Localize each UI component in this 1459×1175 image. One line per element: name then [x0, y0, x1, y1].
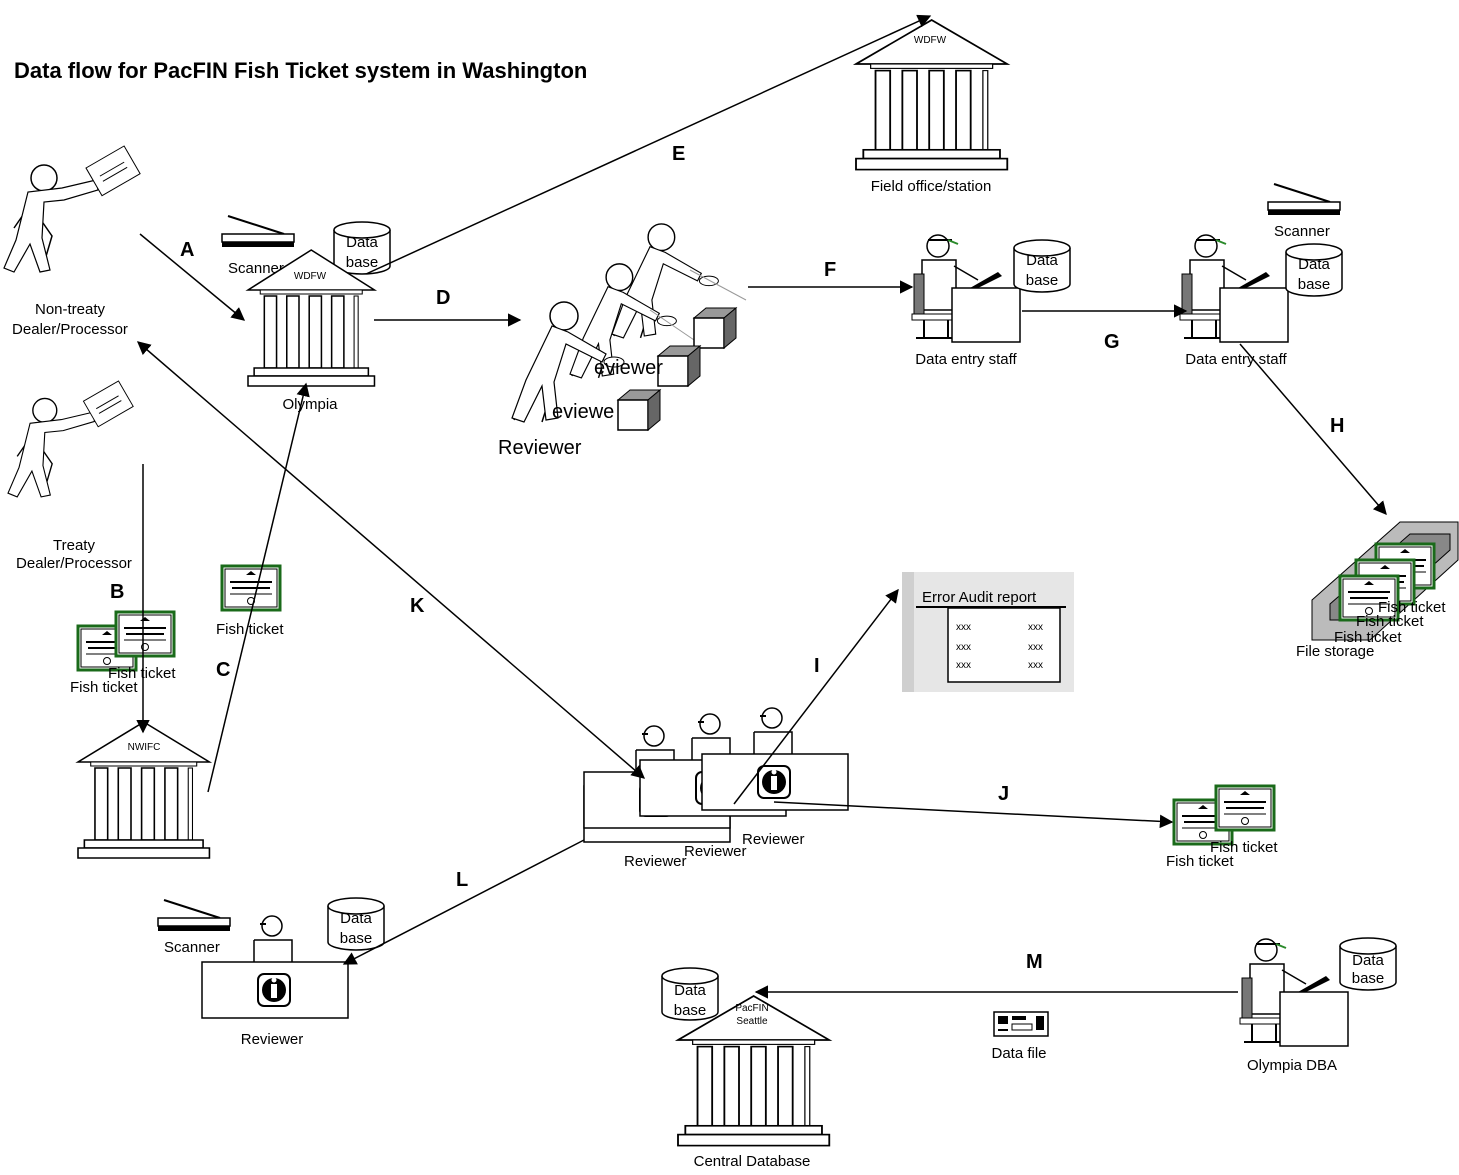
report-cell: xxx — [956, 660, 971, 671]
pacfin-label: PacFIN — [735, 1003, 768, 1014]
reviewer-label-main: Reviewer — [498, 437, 582, 459]
reviewer-partial-label-2: eviewe — [552, 401, 614, 423]
field-office-label: Field office/station — [871, 178, 992, 195]
central-database-label: Central Database — [694, 1153, 811, 1170]
database-label-line2: base — [1298, 276, 1331, 293]
flow-arrow-e — [365, 14, 932, 275]
reviewer-label-desk-1: Reviewer — [624, 853, 687, 870]
nwifc-label: NWIFC — [128, 742, 161, 753]
report-cell: xxx — [1028, 622, 1043, 633]
flow-label-m: M — [1026, 951, 1043, 973]
treaty-dealer-icon — [7, 380, 134, 498]
scanner-label-reviewer: Scanner — [164, 939, 220, 956]
fish-ticket-label-j2: Fish ticket — [1166, 853, 1234, 870]
report-cell: xxx — [1028, 660, 1043, 671]
scanner-label-olympia: Scanner — [228, 260, 284, 277]
flow-label-d: D — [436, 287, 450, 309]
database-label-line1: Data — [1026, 252, 1058, 269]
flow-arrow-i — [733, 588, 899, 805]
flow-label-h: H — [1330, 415, 1344, 437]
reviewer-group-icon — [511, 223, 747, 431]
report-cell: xxx — [1028, 642, 1043, 653]
seattle-label: Seattle — [736, 1016, 768, 1027]
flow-arrow-j — [773, 801, 1174, 829]
error-audit-report-title: Error Audit report — [922, 589, 1037, 606]
fish-ticket-icon — [220, 564, 282, 612]
scanner-icon — [1267, 183, 1341, 216]
database-label-line1: Data — [340, 910, 372, 927]
flow-label-i: I — [814, 655, 820, 677]
flow-arrow-k — [136, 341, 646, 779]
reviewer-desk-icon — [201, 915, 349, 1019]
fish-ticket-icon — [76, 610, 176, 672]
flow-label-g: G — [1104, 331, 1120, 353]
flow-label-f: F — [824, 259, 836, 281]
flow-label-b: B — [110, 581, 124, 603]
non-treaty-dealer-icon — [3, 145, 141, 273]
reviewer-label-desk-3: Reviewer — [742, 831, 805, 848]
wdfw-label-field: WDFW — [914, 35, 947, 46]
olympia-dba-label: Olympia DBA — [1247, 1057, 1337, 1074]
flow-arrow-a — [139, 233, 246, 321]
non-treaty-label-line1: Non-treaty — [35, 301, 106, 318]
database-label-line2: base — [1026, 272, 1059, 289]
reviewer-label-bottom: Reviewer — [241, 1031, 304, 1048]
fish-ticket-label-c: Fish ticket — [216, 621, 284, 638]
file-storage-tray-icon — [1311, 521, 1459, 641]
fish-ticket-label-j1: Fish ticket — [1210, 839, 1278, 856]
data-entry-staff-icon — [1179, 234, 1289, 343]
data-entry-staff-label-1: Data entry staff — [915, 351, 1017, 368]
database-label-line1: Data — [1298, 256, 1330, 273]
database-label-line2: base — [346, 254, 379, 271]
wdfw-label-olympia: WDFW — [294, 271, 327, 282]
fish-ticket-label-b2: Fish ticket — [70, 679, 138, 696]
database-label-line2: base — [340, 930, 373, 947]
data-file-label: Data file — [991, 1045, 1046, 1062]
non-treaty-label-line2: Dealer/Processor — [12, 321, 128, 338]
database-label-line1: Data — [346, 234, 378, 251]
scanner-label-staff: Scanner — [1274, 223, 1330, 240]
olympia-label: Olympia — [282, 396, 338, 413]
file-storage-label: File storage — [1296, 643, 1374, 660]
data-entry-staff-icon — [911, 234, 1021, 343]
olympia-dba-icon — [1239, 938, 1349, 1047]
database-label-line2: base — [674, 1002, 707, 1019]
flow-label-l: L — [456, 869, 468, 891]
flow-label-c: C — [216, 659, 230, 681]
flow-label-e: E — [672, 143, 685, 165]
treaty-label-line2: Dealer/Processor — [16, 555, 132, 572]
treaty-label-line1: Treaty — [53, 537, 95, 554]
flow-arrow-l — [342, 839, 585, 965]
data-entry-staff-label-2: Data entry staff — [1185, 351, 1287, 368]
flow-label-j: J — [998, 783, 1009, 805]
report-cell: xxx — [956, 642, 971, 653]
database-label-line1: Data — [1352, 952, 1384, 969]
error-audit-report-icon — [902, 572, 1074, 692]
flow-arrow-h — [1239, 343, 1387, 516]
flow-label-k: K — [410, 595, 425, 617]
database-label-line1: Data — [674, 982, 706, 999]
file-storage-ticket-label-2: Fish ticket — [1356, 613, 1424, 630]
file-storage-ticket-label-1: Fish ticket — [1378, 599, 1446, 616]
report-cell: xxx — [956, 622, 971, 633]
reviewer-partial-label-1: eviewer — [594, 357, 663, 379]
database-label-line2: base — [1352, 970, 1385, 987]
reviewer-desks-icon — [583, 707, 849, 843]
file-storage-ticket-label-3: Fish ticket — [1334, 629, 1402, 646]
scanner-icon — [221, 215, 295, 248]
fish-ticket-icon — [1172, 784, 1276, 846]
scanner-icon — [157, 899, 231, 932]
flow-label-a: A — [180, 239, 194, 261]
diagram-title: Data flow for PacFIN Fish Ticket system … — [14, 58, 588, 83]
reviewer-label-desk-2: Reviewer — [684, 843, 747, 860]
data-file-icon — [993, 1011, 1049, 1037]
